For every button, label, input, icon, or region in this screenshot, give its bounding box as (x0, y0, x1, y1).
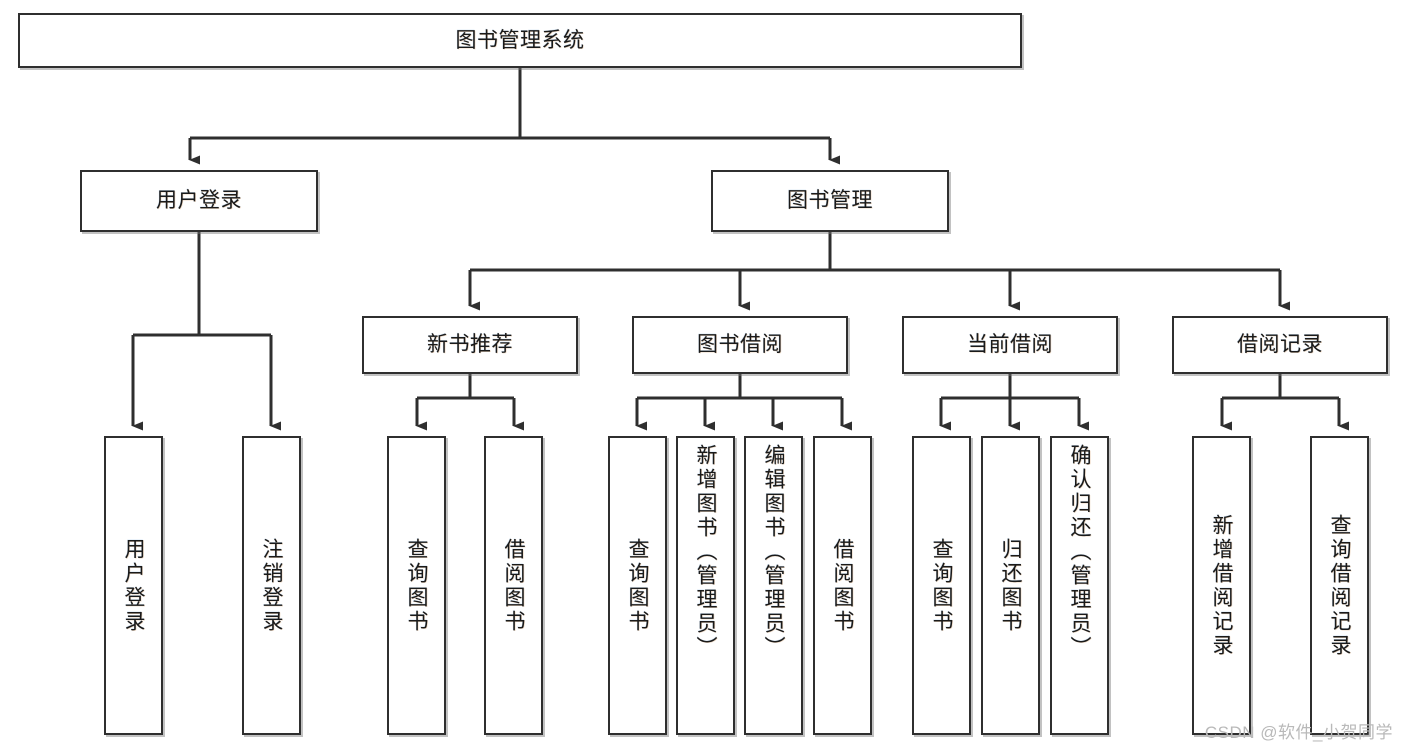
node-current-borrow[interactable]: 当前借阅 (902, 316, 1118, 374)
node-label: 查询图书 (405, 537, 428, 634)
node-book-borrow[interactable]: 图书借阅 (632, 316, 848, 374)
node-label: 当前借阅 (967, 333, 1053, 357)
node-borrow-record[interactable]: 借阅记录 (1172, 316, 1388, 374)
node-label: 图书借阅 (697, 333, 783, 357)
node-label: 确认归还（管理员） (1068, 444, 1091, 660)
node-leaf-add-borrow-record[interactable]: 新增借阅记录 (1192, 436, 1251, 735)
watermark-text: CSDN @软件_小贺同学 (1204, 723, 1393, 742)
node-label: 查询图书 (626, 537, 649, 634)
node-leaf-borrow-book[interactable]: 借阅图书 (813, 436, 872, 735)
node-label: 注销登录 (260, 537, 283, 634)
node-user-login[interactable]: 用户登录 (80, 170, 318, 232)
node-label: 新增图书（管理员） (694, 444, 717, 660)
node-leaf-user-login[interactable]: 用户登录 (104, 436, 163, 735)
node-leaf-confirm-return-admin[interactable]: 确认归还（管理员） (1050, 436, 1109, 735)
node-label: 新书推荐 (427, 333, 513, 357)
node-label: 查询图书 (930, 537, 953, 634)
node-leaf-logout[interactable]: 注销登录 (242, 436, 301, 735)
node-label: 归还图书 (999, 537, 1022, 634)
node-new-book-recommend[interactable]: 新书推荐 (362, 316, 578, 374)
node-label: 借阅记录 (1237, 333, 1323, 357)
node-leaf-return-book[interactable]: 归还图书 (981, 436, 1040, 735)
node-label: 查询借阅记录 (1328, 513, 1351, 658)
node-label: 用户登录 (122, 537, 145, 634)
node-label: 用户登录 (156, 189, 242, 213)
node-label: 图书管理系统 (455, 28, 585, 52)
node-leaf-query-book-current[interactable]: 查询图书 (912, 436, 971, 735)
node-label: 借阅图书 (502, 537, 525, 634)
node-leaf-add-book-admin[interactable]: 新增图书（管理员） (676, 436, 735, 735)
node-leaf-query-book-recommend[interactable]: 查询图书 (387, 436, 446, 735)
node-leaf-query-book-borrow[interactable]: 查询图书 (608, 436, 667, 735)
node-leaf-edit-book-admin[interactable]: 编辑图书（管理员） (744, 436, 803, 735)
node-label: 借阅图书 (831, 537, 854, 634)
node-root-book-management-system[interactable]: 图书管理系统 (18, 13, 1022, 68)
node-book-management[interactable]: 图书管理 (711, 170, 949, 232)
node-label: 编辑图书（管理员） (762, 444, 785, 660)
node-label: 图书管理 (787, 189, 873, 213)
node-leaf-borrow-book-recommend[interactable]: 借阅图书 (484, 436, 543, 735)
node-label: 新增借阅记录 (1210, 513, 1233, 658)
node-leaf-query-borrow-record[interactable]: 查询借阅记录 (1310, 436, 1369, 735)
